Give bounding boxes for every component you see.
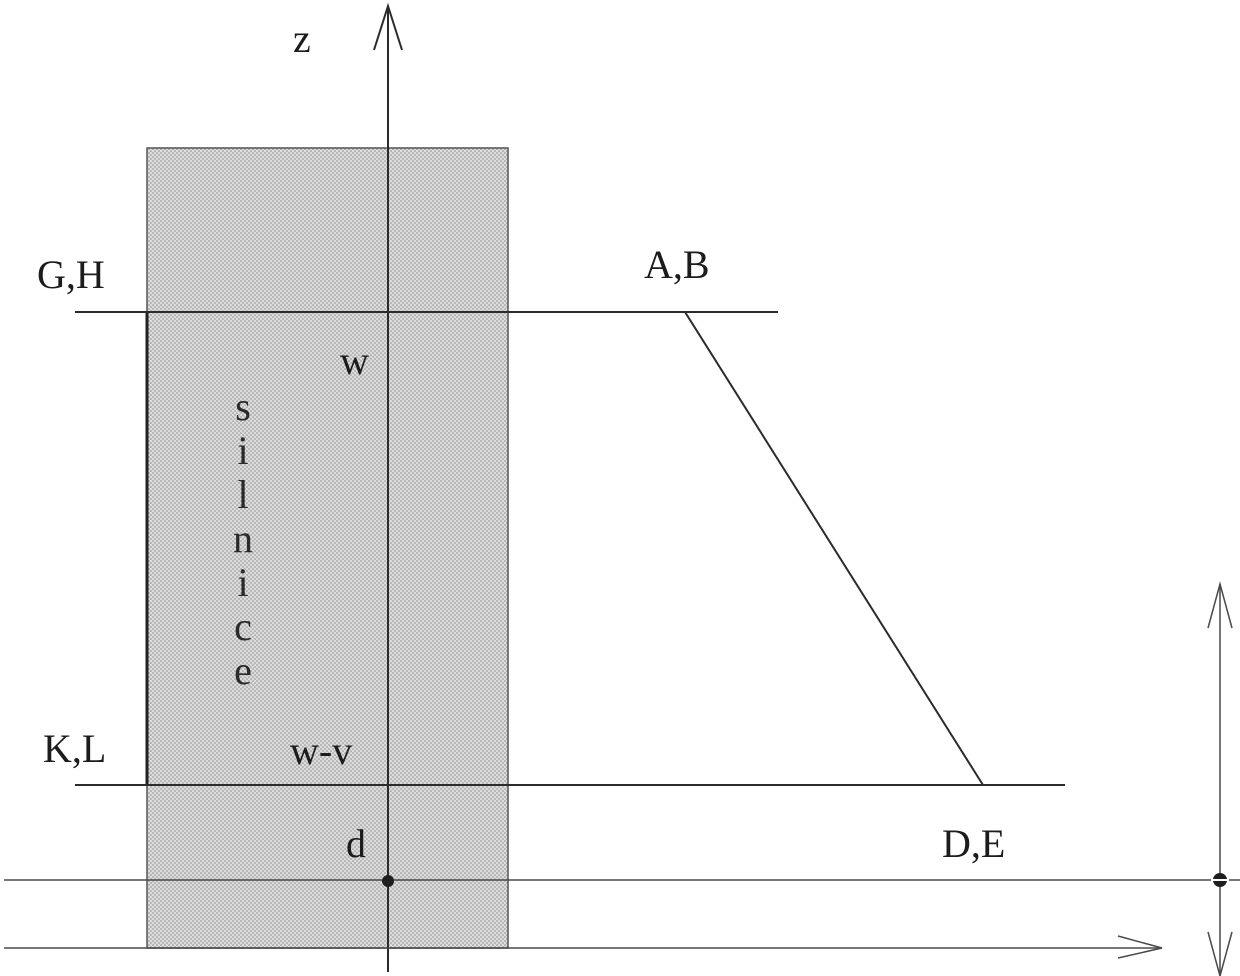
level-label-w-minus-v: w-v [290, 728, 352, 773]
point-label-gh: G,H [37, 252, 105, 297]
road-letter: n [233, 516, 253, 561]
slope-line-ab-de [684, 311, 984, 786]
road-letter: c [234, 604, 252, 649]
road-label: s i l n i c e [233, 384, 253, 693]
x-axis-arrowhead [1117, 935, 1163, 959]
road-letter: s [235, 384, 251, 429]
road-letter: l [237, 472, 248, 517]
right-dimension-arrow-up [1207, 581, 1233, 629]
z-axis-arrowhead [373, 2, 403, 51]
point-label-de: D,E [942, 821, 1005, 866]
z-axis-label: z [293, 16, 311, 61]
point-d-dot [382, 875, 394, 887]
level-label-d: d [346, 821, 366, 866]
road-letter: i [237, 428, 248, 473]
road-letter: i [237, 560, 248, 605]
point-label-ab: A,B [644, 242, 710, 287]
level-label-w: w [340, 338, 369, 383]
point-label-kl: K,L [43, 726, 106, 771]
road-strip [146, 147, 509, 949]
right-dimension-arrow-down [1207, 931, 1233, 976]
road-letter: e [234, 648, 252, 693]
